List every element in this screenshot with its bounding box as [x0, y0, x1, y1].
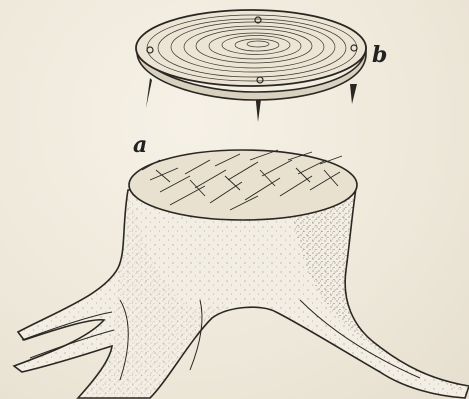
board-leg: [350, 84, 357, 104]
label-b: b: [372, 44, 387, 66]
label-a: a: [133, 134, 147, 156]
board-leg: [146, 78, 152, 108]
tree-stump: [14, 150, 469, 398]
round-board: [136, 10, 366, 122]
